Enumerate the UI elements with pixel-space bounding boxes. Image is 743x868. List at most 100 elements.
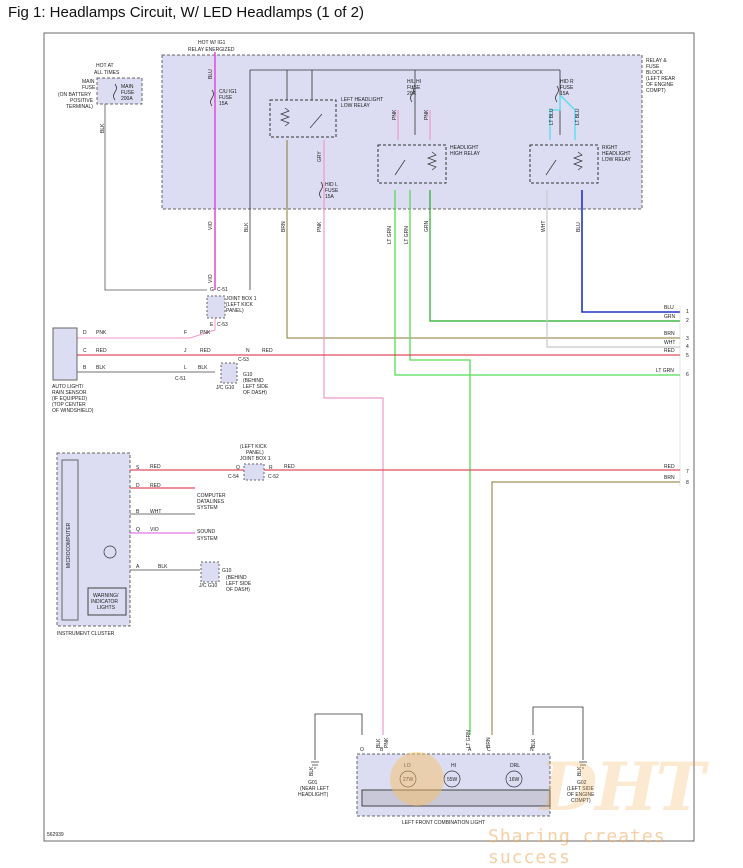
pin-b2: B — [136, 509, 140, 515]
auto-light-sensor — [52, 327, 78, 381]
label-g10-top-c: LEFT SIDE — [243, 384, 269, 390]
label-g01-c: HEADLIGHT) — [298, 792, 329, 798]
wl-ltgrn-b: LT GRN — [404, 226, 410, 244]
wl-brn-lamp: BRN — [486, 737, 492, 748]
wl-ltgrn-lamp: LT GRN — [466, 730, 472, 748]
out-num-3: 3 — [686, 336, 689, 342]
out-num-7: 7 — [686, 469, 689, 475]
label-cu-fuse-a: C/U IG1 — [219, 89, 237, 95]
main-fuse-symbol — [113, 83, 117, 101]
lo-lamp — [399, 770, 417, 788]
label-warning-a: WARNING/ — [93, 593, 119, 599]
wl-blk-g02: BLK — [577, 766, 583, 776]
label-hl-hi-c: 20A — [407, 91, 417, 97]
combination-light-module — [361, 789, 551, 807]
label-combo: LEFT FRONT COMBINATION LIGHT — [402, 820, 485, 826]
label-hid-l-a: HID L — [325, 182, 338, 188]
out-label-6: LT GRN — [656, 368, 674, 374]
label-warning-c: LIGHTS — [97, 605, 116, 611]
wl-pnk-h: PNK — [96, 330, 107, 336]
label-c53: C-53 — [217, 322, 228, 328]
pin-s: S — [136, 465, 140, 471]
out-num-2: 2 — [686, 318, 689, 324]
label-sound-b: SYSTEM — [197, 536, 218, 542]
wl-vio-sound: VIO — [150, 527, 159, 533]
transistor-symbol — [103, 545, 117, 559]
wl-blu-r: BLU — [576, 222, 582, 232]
out-label-7: RED — [664, 464, 675, 470]
drl-lamp — [505, 770, 523, 788]
label-joint-a: JOINT BOX 1 — [226, 296, 257, 302]
label-c54: C-54 — [228, 474, 239, 480]
label-right-low-c: LOW RELAY — [602, 157, 631, 163]
label-relay-block-a: RELAY & — [646, 58, 667, 64]
label-computer-b: DATALINES — [197, 499, 225, 505]
label-drl-w: 16W — [509, 777, 520, 783]
wire-pnk-hidl — [323, 140, 384, 735]
label-cu-fuse-c: 15A — [219, 101, 229, 107]
wl-red-7b: RED — [284, 464, 295, 470]
out-label-3: BRN — [664, 331, 675, 337]
label-cu-fuse-b: FUSE — [219, 95, 233, 101]
wire-brn-3 — [286, 140, 680, 339]
label-main-fuse-d: POSITIVE — [70, 98, 94, 104]
label-c51b: C-51 — [175, 376, 186, 382]
out-label-4: WHT — [664, 340, 675, 346]
label-auto-a: AUTO LIGHT/ — [52, 384, 84, 390]
label-main-fuse-c: (ON BATTERY — [58, 92, 92, 98]
watermark-circle — [390, 752, 444, 806]
label-g01-b: (NEAR LEFT — [300, 786, 329, 792]
wl-vio-j: VIO — [208, 274, 214, 283]
label-hi: HI — [451, 763, 456, 769]
wl-red-h2: RED — [200, 348, 211, 354]
label-hi-relay-a: HEADLIGHT — [450, 145, 479, 151]
label-g10-top-b: (BEHIND — [243, 378, 264, 384]
left-low-relay-coil — [280, 107, 290, 127]
label-hid-l-b: FUSE — [325, 188, 339, 194]
joint-box-1 — [206, 295, 226, 319]
label-relay-block-c: BLOCK — [646, 70, 664, 76]
hl-hi-fuse-symbol — [410, 85, 414, 103]
wl-red-7a: RED — [150, 464, 161, 470]
left-low-relay — [269, 99, 337, 138]
g02-ground-icon — [579, 761, 587, 769]
label-g10-top-a: G10 — [243, 372, 253, 378]
figure-title: Fig 1: Headlamps Circuit, W/ LED Headlam… — [8, 4, 364, 21]
wl-blk: BLK — [244, 222, 250, 232]
label-joint2-a: (LEFT KICK — [240, 444, 268, 450]
label-hid-r-c: 15A — [560, 91, 570, 97]
label-main-fuse-e: TERMINAL) — [66, 104, 93, 110]
label-all-times: ALL TIMES — [94, 70, 120, 76]
wl-blk-h2: BLK — [198, 365, 208, 371]
wl-blk-g01: BLK — [309, 766, 315, 776]
wl-blk-h: BLK — [96, 365, 106, 371]
wl-wht: WHT — [541, 221, 547, 232]
label-g02-a: G02 — [577, 780, 587, 786]
wl-blk-main: BLK — [100, 123, 106, 133]
wire-blk-main — [104, 104, 207, 291]
wire-ltblu-b — [559, 94, 576, 140]
out-label-5: RED — [664, 348, 675, 354]
label-auto-d: (TOP CENTER — [52, 402, 86, 408]
wire-pnk-sensor — [70, 295, 216, 339]
pin-q: Q — [236, 465, 240, 471]
microcomputer-box — [61, 459, 79, 621]
wl-red-h3: RED — [262, 348, 273, 354]
label-relay-block-f: COMPT) — [646, 88, 666, 94]
label-hi-relay-b: HIGH RELAY — [450, 151, 481, 157]
label-g10-bot-d: OF DASH) — [226, 587, 250, 593]
right-low-relay-switch — [545, 159, 557, 176]
label-hid-r-b: FUSE — [560, 85, 574, 91]
label-hot-ig1: HOT W/ IG1 — [198, 40, 226, 46]
wl-brn: BRN — [281, 221, 287, 232]
right-low-relay-coil — [573, 151, 583, 171]
wire-wht-4 — [546, 190, 680, 348]
label-warning-b: INDICATOR — [91, 599, 118, 605]
pin-b3: B — [380, 747, 384, 753]
label-g10-bot-c: LEFT SIDE — [226, 581, 252, 587]
wl-pnk-h2: PNK — [200, 330, 211, 336]
label-relay-block-e: OF ENGINE — [646, 82, 674, 88]
wl-ltgrn-a: LT GRN — [387, 226, 393, 244]
pin-c2: C — [487, 747, 491, 753]
wl-pnk-hi2: PNK — [424, 109, 430, 120]
